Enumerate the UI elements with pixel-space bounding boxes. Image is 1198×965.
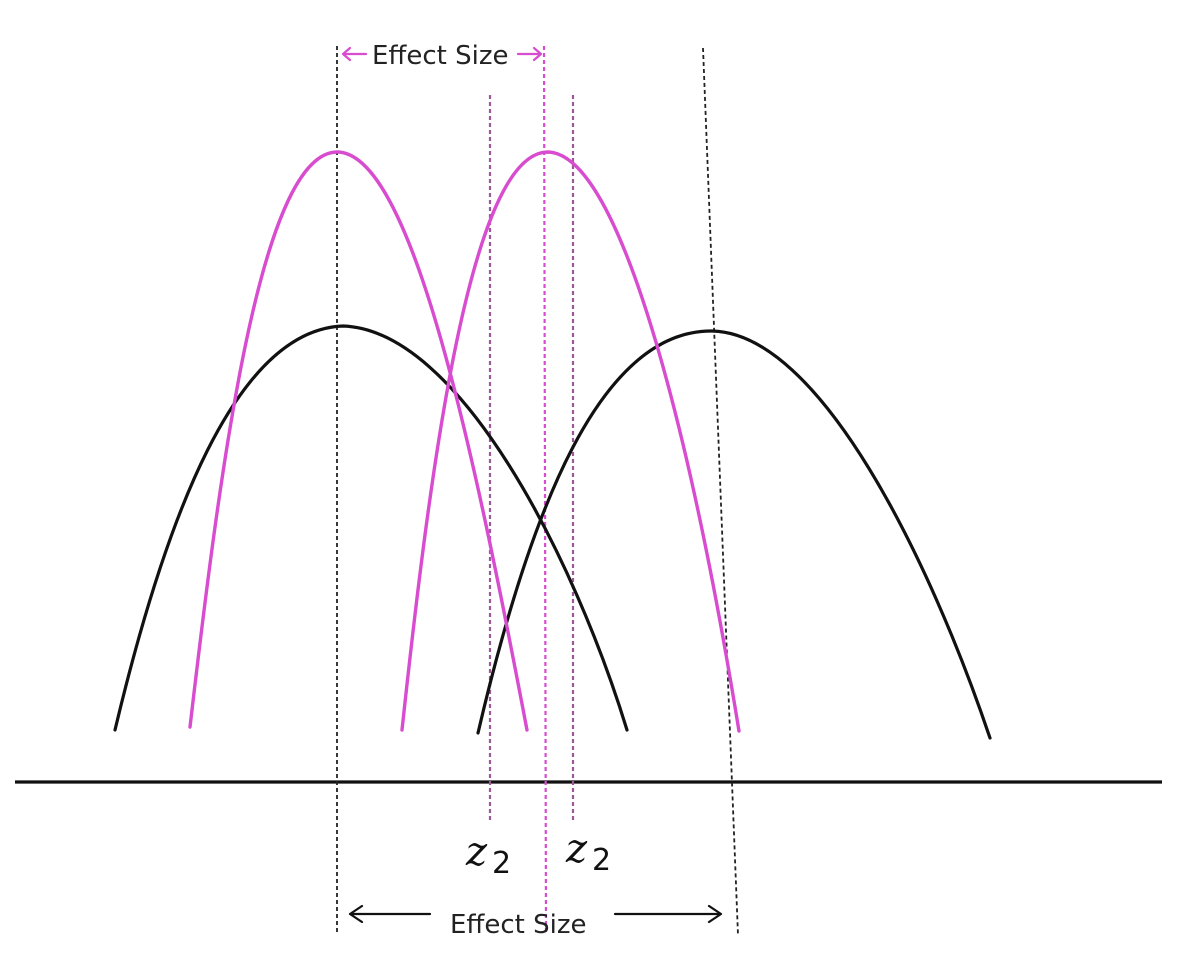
top-right-arrow — [516, 46, 543, 62]
bottom-right-arrow — [613, 904, 723, 924]
z2-right-letter: z — [565, 826, 588, 872]
z2-left-label: z 2 — [465, 829, 511, 881]
z2-left-subscript: 2 — [492, 846, 511, 881]
magenta-curve-right — [400, 150, 741, 733]
z2-right-subscript: 2 — [592, 843, 611, 878]
magenta-curve-left — [188, 150, 529, 732]
z2-left-letter: z — [465, 829, 488, 875]
bottom-effect-size-label: Effect Size — [450, 910, 586, 940]
top-effect-size-label: Effect Size — [372, 41, 508, 71]
right-center-dashed-line — [702, 47, 739, 936]
black-curve-left — [113, 324, 629, 732]
black-curve-right — [476, 329, 992, 740]
bottom-effect-size-arrows — [348, 904, 723, 924]
top-left-arrow — [341, 46, 368, 62]
bottom-left-arrow — [348, 904, 432, 924]
magenta-center-dashed-line — [542, 45, 548, 936]
top-effect-size-arrows — [341, 46, 543, 62]
z2-right-label: z 2 — [565, 826, 611, 878]
